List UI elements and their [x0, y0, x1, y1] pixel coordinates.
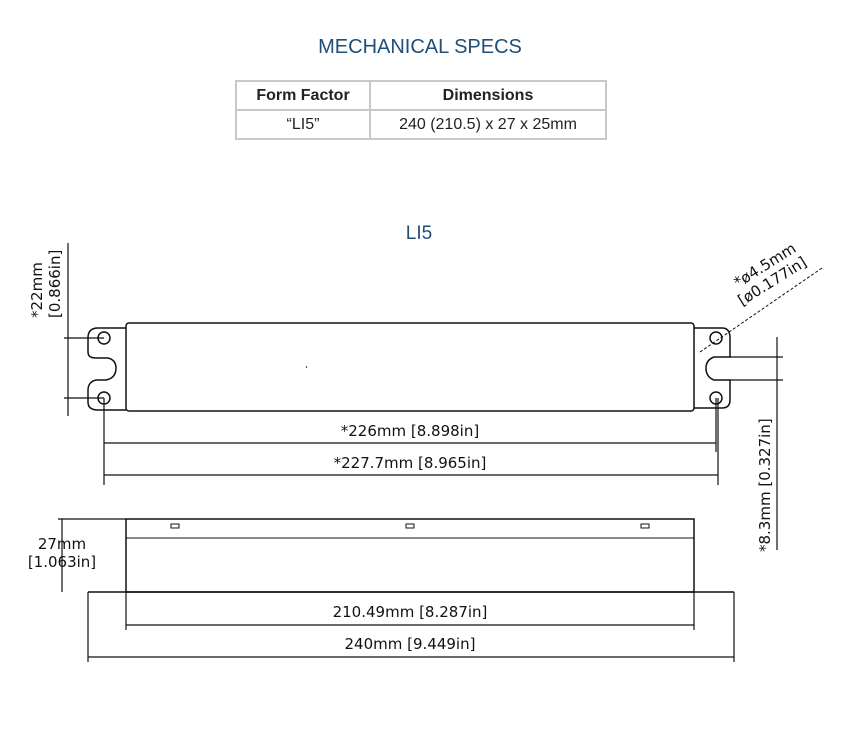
cell-form-factor: “LI5”: [235, 109, 371, 140]
side-view: [88, 518, 734, 593]
slot-dimension: [730, 337, 783, 550]
depth-mm-label: 27mm: [38, 535, 86, 553]
table-row: “LI5” 240 (210.5) x 27 x 25mm: [235, 109, 607, 140]
height-dimension: [64, 243, 104, 416]
side-body: [125, 518, 695, 593]
table-header-row: Form Factor Dimensions: [235, 80, 607, 111]
header-form-factor: Form Factor: [235, 80, 371, 111]
height-mm-label: *22mm: [28, 262, 46, 318]
page-title: MECHANICAL SPECS: [318, 36, 522, 58]
slot-label: *8.3mm [0.327in]: [756, 418, 774, 552]
header-dimensions: Dimensions: [369, 80, 607, 111]
top-view: [87, 322, 731, 412]
total-length-label: 240mm [9.449in]: [345, 635, 476, 653]
hole-span-label: *226mm [8.898in]: [341, 422, 479, 440]
right-tab: [694, 327, 731, 409]
side-dimensions: [58, 518, 735, 662]
slot: [405, 523, 415, 529]
height-in-label: [0.866in]: [46, 250, 64, 318]
drawing-label: LI5: [405, 223, 433, 244]
slot: [170, 523, 180, 529]
body-outline: [125, 322, 695, 412]
cell-dimensions: 240 (210.5) x 27 x 25mm: [369, 109, 607, 140]
body-length-label: 210.49mm [8.287in]: [333, 603, 488, 621]
hole-span-dimensions: [103, 398, 719, 485]
slot: [640, 523, 650, 529]
depth-in-label: [1.063in]: [28, 553, 96, 571]
mount-hole: [709, 331, 723, 345]
overall-hole-label: *227.7mm [8.965in]: [334, 454, 487, 472]
specs-table: Form Factor Dimensions “LI5” 240 (210.5)…: [235, 80, 607, 140]
